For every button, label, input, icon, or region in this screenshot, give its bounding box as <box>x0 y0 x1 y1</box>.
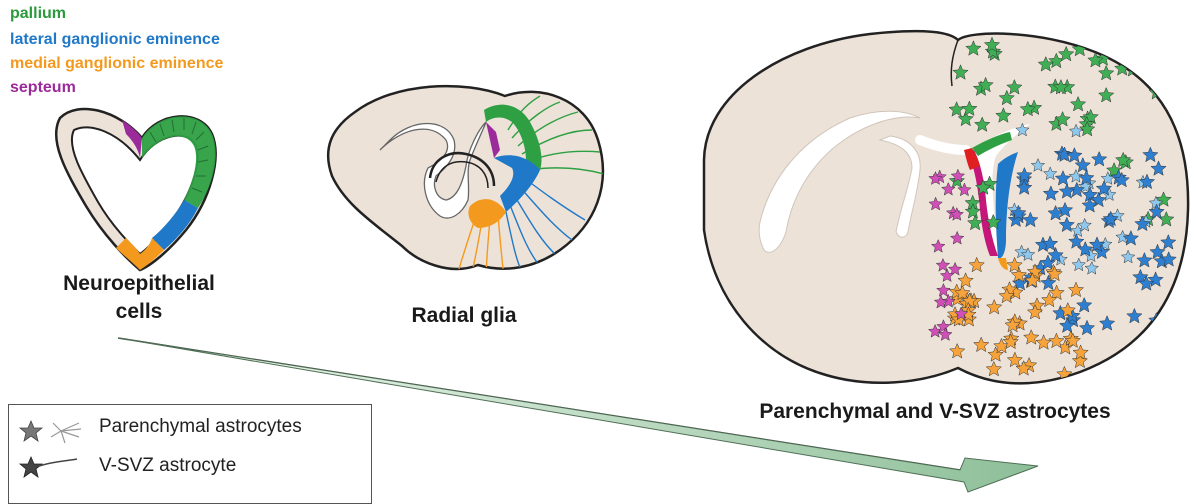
legend-vsvz-label: V-SVZ astrocyte <box>99 455 236 477</box>
caption-neuroepithelial: Neuroepithelial cells <box>44 270 234 326</box>
legend-box: Parenchymal astrocytes V-SVZ astrocyte <box>8 404 372 504</box>
radial-glia-section <box>328 86 604 282</box>
neuroepithelial-heart <box>56 109 216 270</box>
astrocyte-star <box>1137 63 1152 77</box>
fibrous-astrocyte-icon <box>51 423 81 443</box>
parenchymal-star-icon <box>20 421 42 441</box>
caption-adult: Parenchymal and V-SVZ astrocytes <box>735 398 1135 426</box>
caption-radial-glia: Radial glia <box>384 302 544 330</box>
legend-parenchymal-label: Parenchymal astrocytes <box>99 416 302 438</box>
astrocyte-star <box>1162 71 1177 86</box>
legend-icons <box>15 411 95 491</box>
adult-brain-section <box>704 31 1188 383</box>
vsvz-astrocyte-icon <box>20 457 77 477</box>
